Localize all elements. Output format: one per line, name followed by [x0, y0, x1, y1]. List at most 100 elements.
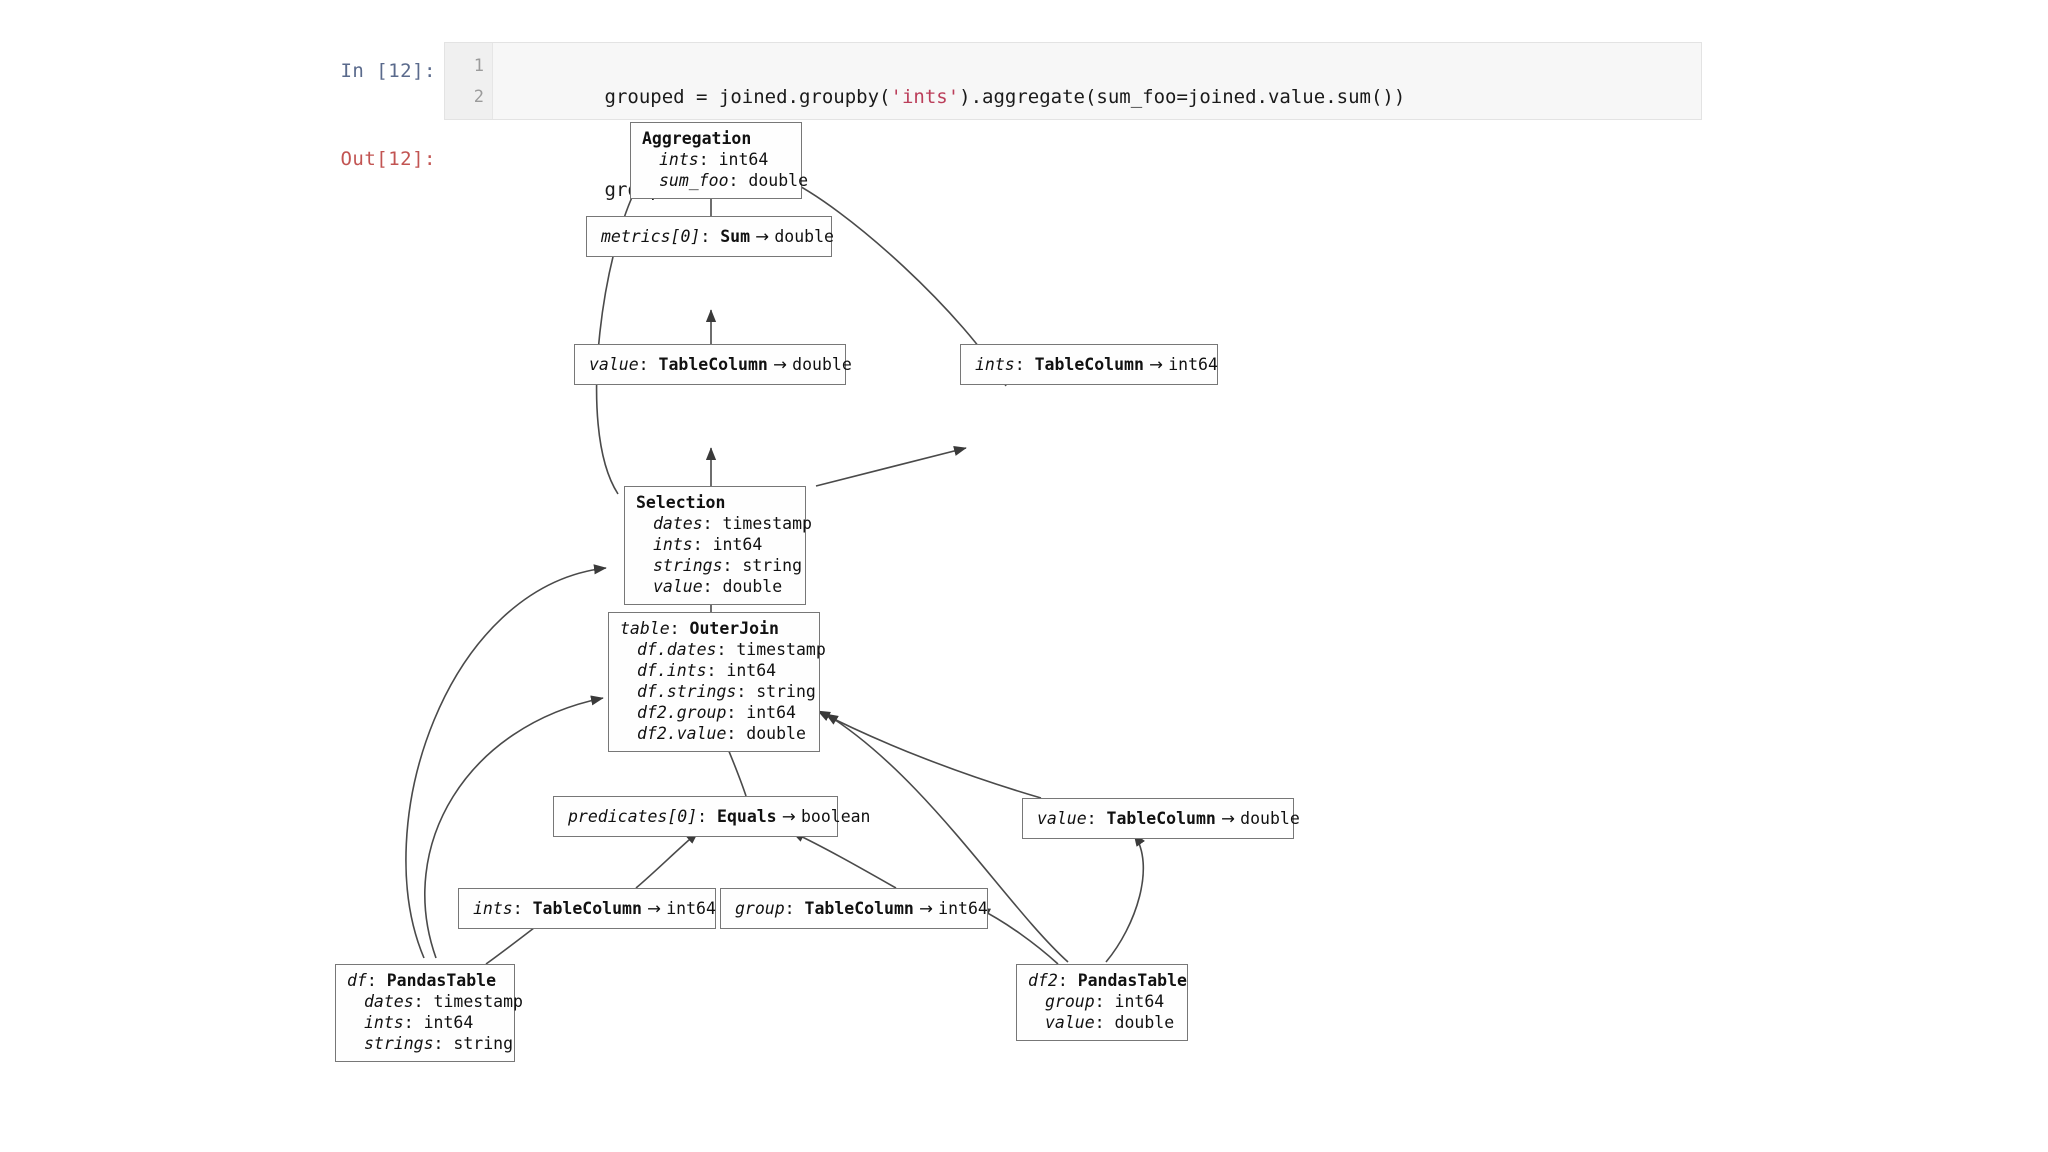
field-type: double [746, 724, 806, 743]
node-field: ints: int64 [636, 534, 794, 555]
field-sep: : [736, 682, 757, 701]
node-op: PandasTable [386, 971, 497, 990]
field-sep: : [726, 703, 747, 722]
node-group-tablecolumn-low[interactable]: group: TableColumn → int64 [720, 888, 988, 929]
node-field: ints: int64 [347, 1012, 503, 1033]
node-metrics0[interactable]: metrics[0]: Sum → double [586, 216, 834, 257]
code-input-cell[interactable]: 1 2 grouped = joined.groupby('ints').agg… [444, 42, 1702, 201]
node-field: group: int64 [1028, 991, 1176, 1012]
field-sep: : [702, 514, 723, 533]
arrow-glyph: → [1143, 355, 1169, 374]
node-label: table [620, 619, 670, 638]
node-label: df2 [1028, 971, 1058, 990]
node-ints-tablecolumn-low[interactable]: ints: TableColumn → int64 [458, 888, 716, 929]
edge-df2-groupcollow [977, 907, 1059, 965]
field-sep: : [728, 171, 749, 190]
node-field: value: double [1028, 1012, 1176, 1033]
node-value-tablecolumn-right[interactable]: value: TableColumn → double [1022, 798, 1300, 839]
code-token-string: 'ints' [890, 86, 960, 108]
node-field: dates: timestamp [347, 991, 523, 1012]
node-header: df: PandasTable [347, 970, 503, 991]
edge-df2-outerjoin [825, 713, 1069, 963]
label-sep: : [638, 355, 659, 374]
node-op: Equals [717, 807, 777, 826]
node-field: strings: string [636, 555, 802, 576]
field-name: strings [653, 556, 723, 575]
node-field: ints: int64 [642, 149, 790, 170]
edge-selection-aggregation [595, 179, 642, 495]
field-type: double [1114, 1013, 1175, 1032]
code-token: ).aggregate(sum_foo=joined.value.sum()) [959, 86, 1406, 108]
field-name: ints [653, 535, 693, 554]
node-header: table: OuterJoin [620, 618, 808, 639]
node-value-tablecolumn-top[interactable]: value: TableColumn → double [574, 344, 852, 385]
field-name: sum_foo [659, 171, 729, 190]
field-type: string [742, 556, 803, 575]
node-dtype: int64 [938, 899, 988, 918]
field-type: double [722, 577, 783, 596]
node-selection[interactable]: Selection dates: timestamp ints: int64 s… [624, 486, 812, 605]
field-type: int64 [1114, 992, 1165, 1011]
node-op: TableColumn [1034, 355, 1144, 374]
node-label: ints [975, 355, 1015, 374]
node-field: value: double [636, 576, 794, 597]
edge-groupcollow-predicates [791, 831, 897, 889]
node-op: OuterJoin [689, 619, 779, 638]
node-aggregation[interactable]: Aggregation ints: int64 sum_foo: double [630, 122, 808, 199]
arrow-glyph: → [1215, 809, 1241, 828]
field-type: timestamp [722, 514, 812, 533]
edge-df-outerjoin [424, 695, 604, 959]
field-type: string [453, 1034, 514, 1053]
edge-intscollow-predicates [635, 831, 699, 889]
node-label: ints [473, 899, 513, 918]
field-name: df2.group [637, 703, 727, 722]
field-sep: : [706, 661, 727, 680]
line-number: 1 [473, 56, 484, 76]
label-sep: : [700, 227, 721, 246]
edge-df-selection [405, 564, 607, 959]
field-name: df.ints [637, 661, 707, 680]
node-field: strings: string [347, 1033, 513, 1054]
node-field: df.strings: string [620, 681, 816, 702]
label-sep: : [669, 619, 690, 638]
code-line: grouped = joined.groupby('ints').aggrega… [513, 51, 1701, 144]
label-sep: : [366, 971, 387, 990]
field-type: double [748, 171, 809, 190]
node-op: TableColumn [804, 899, 914, 918]
label-sep: : [784, 899, 805, 918]
label-sep: : [512, 899, 533, 918]
edge-selection-intscol [815, 445, 967, 487]
node-field: dates: timestamp [636, 513, 812, 534]
node-field: df2.group: int64 [620, 702, 808, 723]
node-dtype: double [792, 355, 852, 374]
node-dtype: double [1240, 809, 1300, 828]
code-editor-area[interactable]: grouped = joined.groupby('ints').aggrega… [493, 43, 1701, 201]
field-sep: : [716, 640, 737, 659]
node-header: Selection [636, 493, 726, 512]
node-ints-tablecolumn-top[interactable]: ints: TableColumn → int64 [960, 344, 1218, 385]
node-field: sum_foo: double [642, 170, 808, 191]
node-outerjoin[interactable]: table: OuterJoin df.dates: timestamp df.… [608, 612, 826, 752]
field-type: string [756, 682, 816, 701]
node-field: df.dates: timestamp [620, 639, 826, 660]
node-label: predicates[0] [568, 807, 698, 826]
line-number: 2 [473, 87, 484, 107]
field-type: timestamp [433, 992, 523, 1011]
field-name: df2.value [637, 724, 727, 743]
node-dtype: int64 [1168, 355, 1218, 374]
node-op: Sum [720, 227, 751, 246]
arrow-glyph: → [767, 355, 793, 374]
field-sep: : [726, 724, 747, 743]
node-predicates0[interactable]: predicates[0]: Equals → boolean [553, 796, 871, 837]
node-df-pandastable[interactable]: df: PandasTable dates: timestamp ints: i… [335, 964, 523, 1062]
field-sep: : [413, 992, 434, 1011]
node-df2-pandastable[interactable]: df2: PandasTable group: int64 value: dou… [1016, 964, 1188, 1041]
arrow-glyph: → [750, 227, 775, 246]
code-token: grouped = joined.groupby( [604, 86, 891, 108]
field-sep: : [1094, 1013, 1115, 1032]
field-sep: : [702, 577, 723, 596]
field-sep: : [722, 556, 743, 575]
edge-df2-valuecolright [1105, 833, 1146, 963]
arrow-glyph: → [913, 899, 939, 918]
